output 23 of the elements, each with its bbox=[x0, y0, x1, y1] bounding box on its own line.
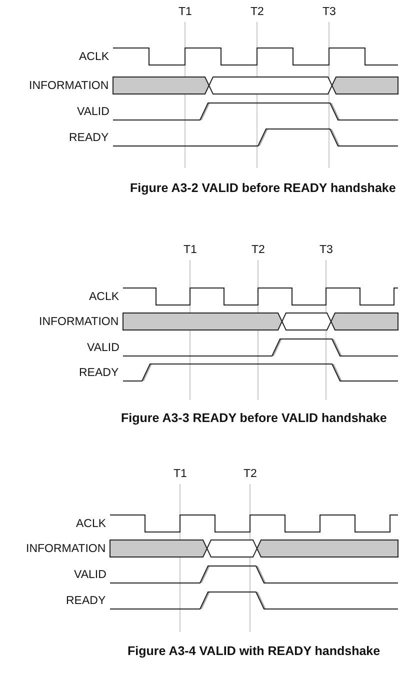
figure-caption: Figure A3-2 VALID before READY handshake bbox=[130, 181, 396, 195]
signal-name: VALID bbox=[87, 340, 120, 354]
signal-name: READY bbox=[66, 594, 106, 608]
signal-name: ACLK bbox=[89, 290, 120, 304]
figure-caption: Figure A3-3 READY before VALID handshake bbox=[121, 411, 387, 425]
time-label: T3 bbox=[320, 243, 333, 257]
signal-name: READY bbox=[69, 130, 109, 144]
time-label: T1 bbox=[178, 5, 192, 19]
signal-name: READY bbox=[79, 366, 119, 380]
time-label: T2 bbox=[244, 467, 257, 481]
time-label: T2 bbox=[250, 5, 264, 19]
signal-name: INFORMATION bbox=[29, 78, 109, 92]
time-label: T3 bbox=[322, 5, 336, 19]
signal-name: INFORMATION bbox=[26, 542, 106, 556]
time-label: T2 bbox=[252, 243, 265, 257]
figure-caption: Figure A3-4 VALID with READY handshake bbox=[128, 644, 380, 658]
time-label: T1 bbox=[184, 243, 197, 257]
signal-name: INFORMATION bbox=[39, 314, 119, 328]
time-label: T1 bbox=[174, 467, 187, 481]
signal-name: ACLK bbox=[76, 516, 106, 530]
signal-name: ACLK bbox=[79, 50, 110, 64]
signal-name: VALID bbox=[74, 568, 106, 582]
signal-name: VALID bbox=[77, 104, 110, 118]
